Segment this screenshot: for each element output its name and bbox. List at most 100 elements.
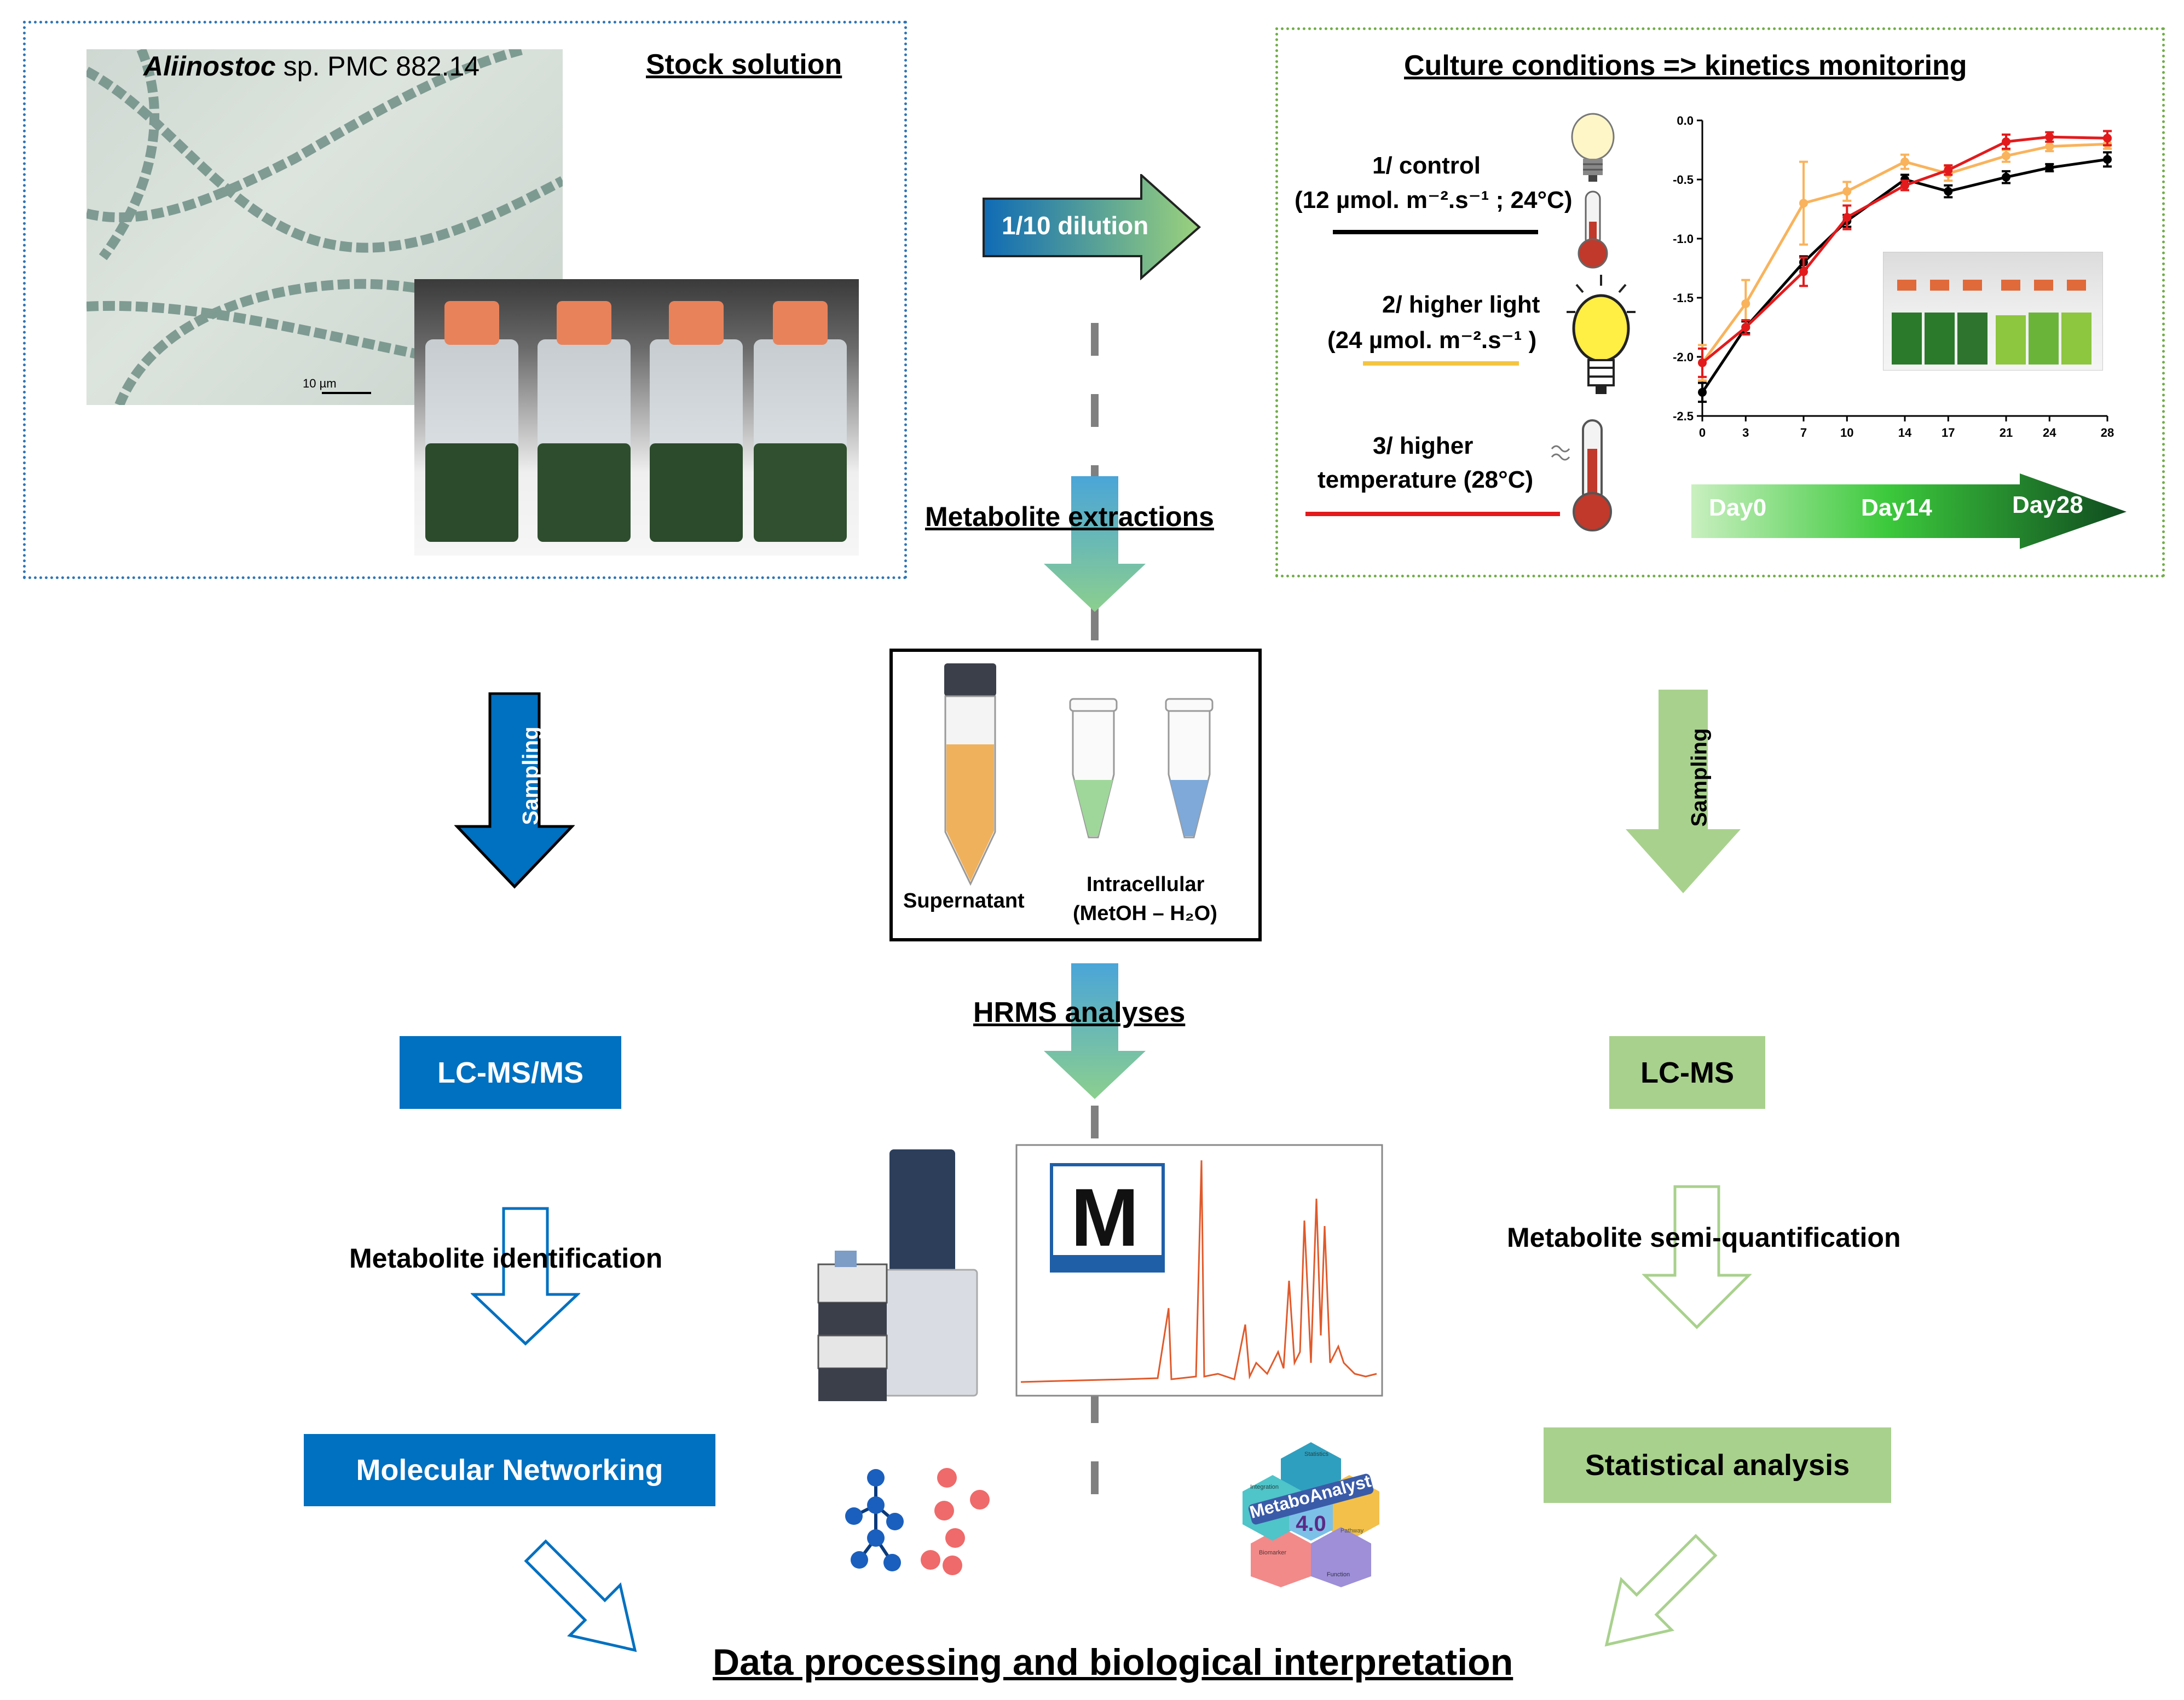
timeline-day-arrow: [1691, 473, 2127, 549]
culture-conditions-title: Culture conditions => kinetics monitorin…: [1404, 50, 1967, 82]
mzmine-logo-bottom-bar: [1053, 1255, 1162, 1269]
blue-eppendorf-tube-icon: [1165, 698, 1214, 839]
identification-hollow-arrow: [471, 1207, 580, 1346]
condition-3-line2: temperature (28°C): [1318, 466, 1534, 493]
y-tick-label: -1.5: [1673, 291, 1694, 305]
lcms-box: LC-MS: [1609, 1036, 1765, 1109]
x-tick-label: 0: [1699, 426, 1706, 440]
sampling-right-label: Sampling: [1687, 728, 1712, 827]
solvent-label: (MetOH – H₂O): [1073, 902, 1217, 925]
x-tick-label: 28: [2101, 426, 2114, 440]
metabolite-semiquantification-label: Metabolite semi-quantification: [1507, 1222, 1901, 1253]
series-2-point: [1944, 165, 1953, 175]
x-tick-label: 3: [1742, 426, 1749, 440]
dilution-label: 1/10 dilution: [1002, 211, 1149, 240]
left-diagonal-hollow-arrow: [524, 1539, 637, 1652]
series-2-point: [2103, 134, 2112, 143]
condition-2-line-sample: [1363, 361, 1519, 366]
culture-conditions-panel: [1275, 27, 2165, 577]
series-1-point: [1741, 299, 1750, 308]
condition-3-line-sample: [1305, 512, 1560, 516]
series-0-point: [2045, 163, 2054, 172]
series-2-point: [1842, 213, 1852, 222]
metaboanalyst-module-statistics: Statistics: [1304, 1451, 1329, 1458]
lcmsms-box: LC-MS/MS: [400, 1036, 621, 1109]
series-0-point: [2002, 172, 2010, 182]
condition-1-line2: (12 µmol. m⁻².s⁻¹ ; 24°C): [1295, 187, 1573, 213]
metabolite-extractions-label: Metabolite extractions: [925, 501, 1214, 532]
day28-label: Day28: [2012, 492, 2083, 518]
right-diagonal-hollow-arrow: [1604, 1534, 1718, 1647]
metaboanalyst-module-pathway: Pathway: [1341, 1528, 1364, 1534]
series-1-point: [2045, 142, 2054, 151]
series-2-point: [2045, 132, 2054, 142]
series-1-point: [2002, 151, 2010, 160]
supernatant-label: Supernatant: [903, 889, 1025, 912]
sampling-right-arrow: [1626, 690, 1741, 893]
series-0-point: [1944, 187, 1953, 196]
x-tick-label: 14: [1898, 426, 1912, 440]
y-tick-label: -2.0: [1673, 350, 1694, 364]
series-2-point: [1741, 323, 1750, 332]
series-2-point: [1900, 181, 1909, 190]
dilution-arrow: [983, 174, 1201, 280]
y-tick-label: 0.0: [1677, 114, 1694, 128]
series-2-point: [1799, 267, 1808, 276]
high-temperature-thermometer-icon: [1551, 419, 1612, 531]
stock-solution-panel: [23, 21, 907, 579]
sampling-left-label: Sampling: [518, 726, 543, 825]
x-tick-label: 24: [2043, 426, 2056, 440]
scale-bar-label: 10 µm: [303, 377, 337, 390]
condition-1-line-sample: [1333, 230, 1538, 234]
mzmine-logo-letter: M: [1071, 1171, 1139, 1263]
sampling-left-arrow: [454, 692, 575, 889]
strain-genus: Aliinostoc: [143, 51, 276, 82]
metaboanalyst-module-integration: Integration: [1250, 1484, 1279, 1490]
extraction-down-arrow: [1044, 476, 1146, 612]
strain-name: Aliinostoc sp. PMC 882.14: [143, 50, 479, 82]
hrms-instrument-icon: [817, 1149, 978, 1401]
dim-light-bulb-icon: [1571, 113, 1615, 182]
day0-label: Day0: [1709, 494, 1767, 521]
condition-2-line1: 2/ higher light: [1382, 291, 1540, 318]
series-2-point: [2002, 137, 2010, 146]
molecular-network-icon: [845, 1468, 990, 1575]
condition-1-line1: 1/ control: [1372, 152, 1481, 179]
metaboanalyst-version: 4.0: [1296, 1512, 1326, 1536]
thermometer-icon: [1578, 190, 1608, 269]
x-tick-label: 10: [1840, 426, 1853, 440]
metaboanalyst-module-function: Function: [1327, 1571, 1350, 1578]
flasks-photo: [1883, 252, 2103, 371]
series-0-point: [1698, 388, 1707, 397]
final-interpretation-title: Data processing and biological interpret…: [713, 1641, 1513, 1683]
bright-light-bulb-icon: [1567, 275, 1636, 394]
semiquant-hollow-arrow: [1642, 1185, 1752, 1329]
strain-rest: sp. PMC 882.14: [275, 51, 480, 82]
x-tick-label: 17: [1942, 426, 1955, 440]
condition-2-line2: (24 µmol. m⁻².s⁻¹ ): [1327, 327, 1537, 354]
metaboanalyst-module-biomarker: Biomarker: [1259, 1549, 1286, 1556]
x-tick-label: 7: [1800, 426, 1807, 440]
culture-bottles-photo: [414, 279, 859, 556]
series-1-point: [1842, 187, 1852, 196]
falcon-tube-icon: [944, 663, 996, 886]
condition-3-line1: 3/ higher: [1373, 432, 1474, 459]
y-tick-label: -1.0: [1673, 232, 1694, 246]
series-2-point: [1698, 358, 1707, 367]
molecular-networking-box: Molecular Networking: [304, 1434, 715, 1506]
series-1-point: [1900, 157, 1909, 166]
metabolite-identification-label: Metabolite identification: [349, 1243, 663, 1274]
stock-solution-title: Stock solution: [646, 49, 842, 80]
intracellular-label: Intracellular: [1087, 873, 1205, 896]
statistical-analysis-box: Statistical analysis: [1544, 1427, 1891, 1503]
x-tick-label: 21: [2000, 426, 2013, 440]
metaboanalyst-logo-icon: MetaboAnalyst 4.0 Statistics Pathway Fun…: [1243, 1442, 1379, 1587]
kinetics-growth-chart: 0.0 -0.5 -1.0 -1.5 -2.0 -2.5 0 3 7 10 14 17 21 24 28: [1673, 114, 2114, 440]
day14-label: Day14: [1861, 494, 1932, 521]
y-tick-label: -2.5: [1673, 409, 1694, 423]
y-tick-label: -0.5: [1673, 173, 1694, 187]
hrms-analyses-label: HRMS analyses: [973, 997, 1186, 1028]
green-eppendorf-tube-icon: [1069, 698, 1118, 839]
series-1-point: [1799, 199, 1808, 208]
hrms-down-arrow: [1044, 963, 1146, 1099]
